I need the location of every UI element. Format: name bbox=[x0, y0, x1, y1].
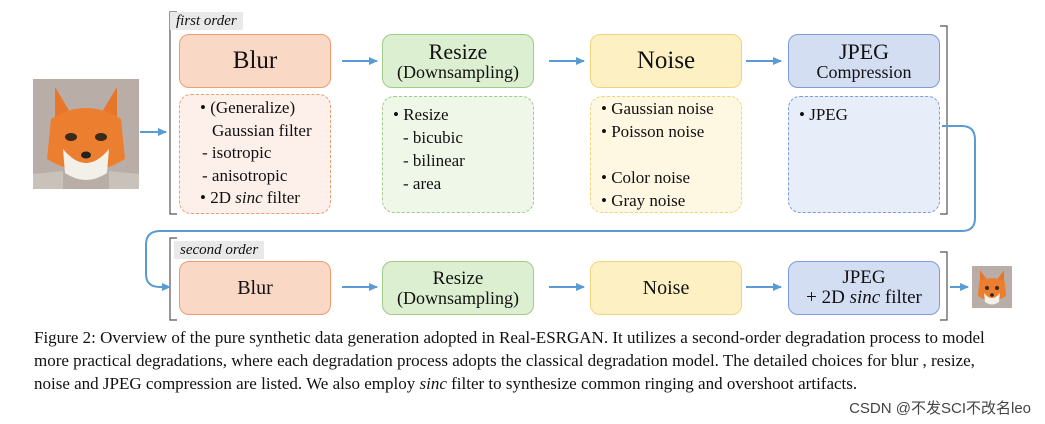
noise-options: • Gaussian noise • Poisson noise • Color… bbox=[590, 96, 742, 213]
noise-stage-title: Noise bbox=[636, 46, 696, 74]
resize-options: • Resize - bicubic - bilinear - area bbox=[382, 96, 534, 213]
first-order-label: first order bbox=[170, 12, 243, 30]
blur-stage: Blur bbox=[179, 34, 331, 88]
jpeg-option-jpeg: • JPEG bbox=[799, 105, 848, 124]
first-order-bracket bbox=[169, 11, 177, 215]
blur-stage-2-title: Blur bbox=[237, 276, 273, 299]
resize-option-area: - area bbox=[403, 174, 442, 193]
resize-stage-2-subtitle: (Downsampling) bbox=[397, 287, 519, 308]
blur-option-generalize: • (Generalize) bbox=[200, 98, 296, 117]
noise-option-gaussian: • Gaussian noise bbox=[601, 99, 714, 118]
blur-option-gaussian: Gaussian filter bbox=[212, 120, 312, 140]
noise-option-poisson: • Poisson noise bbox=[601, 122, 705, 141]
resize-option-bilinear: - bilinear bbox=[403, 151, 465, 170]
second-order-label: second order bbox=[174, 241, 265, 259]
jpeg-stage-2-subtitle: + 2D sinc filter bbox=[806, 287, 922, 308]
blur-stage-2: Blur bbox=[179, 261, 331, 315]
jpeg-stage-subtitle: Compression bbox=[816, 62, 912, 83]
watermark: CSDN @不发SCI不改名leo bbox=[849, 400, 1031, 417]
output-fox-image bbox=[972, 266, 1012, 308]
noise-stage-2-title: Noise bbox=[642, 276, 690, 299]
noise-stage-2: Noise bbox=[590, 261, 742, 315]
blur-option-sinc: • 2D sinc filter bbox=[200, 188, 300, 207]
blur-option-anisotropic: - anisotropic bbox=[202, 165, 288, 185]
input-fox-image bbox=[33, 79, 139, 189]
jpeg-options: • JPEG bbox=[788, 96, 940, 213]
jpeg-stage-title: JPEG bbox=[838, 39, 890, 64]
figure-caption: Figure 2: Overview of the pure synthetic… bbox=[34, 328, 985, 393]
jpeg-stage-2: JPEG + 2D sinc filter bbox=[788, 261, 940, 315]
blur-options: • (Generalize) Gaussian filter - isotrop… bbox=[179, 94, 331, 214]
resize-option-resize: • Resize bbox=[393, 105, 449, 124]
jpeg-stage-2-title: JPEG bbox=[842, 267, 886, 289]
resize-stage-title: Resize bbox=[428, 39, 488, 64]
second-order-bracket bbox=[169, 237, 177, 321]
jpeg-stage: JPEG Compression bbox=[788, 34, 940, 88]
resize-stage-2: Resize (Downsampling) bbox=[382, 261, 534, 315]
blur-stage-title: Blur bbox=[232, 46, 278, 74]
resize-stage-2-title: Resize bbox=[432, 267, 484, 289]
resize-stage-subtitle: (Downsampling) bbox=[397, 62, 519, 83]
noise-option-color: • Color noise bbox=[601, 168, 691, 187]
resize-stage: Resize (Downsampling) bbox=[382, 34, 534, 88]
noise-stage: Noise bbox=[590, 34, 742, 88]
resize-option-bicubic: - bicubic bbox=[403, 128, 463, 147]
blur-option-isotropic: - isotropic bbox=[202, 143, 272, 162]
noise-option-gray: • Gray noise bbox=[601, 191, 686, 210]
arrow-loop bbox=[145, 125, 976, 291]
